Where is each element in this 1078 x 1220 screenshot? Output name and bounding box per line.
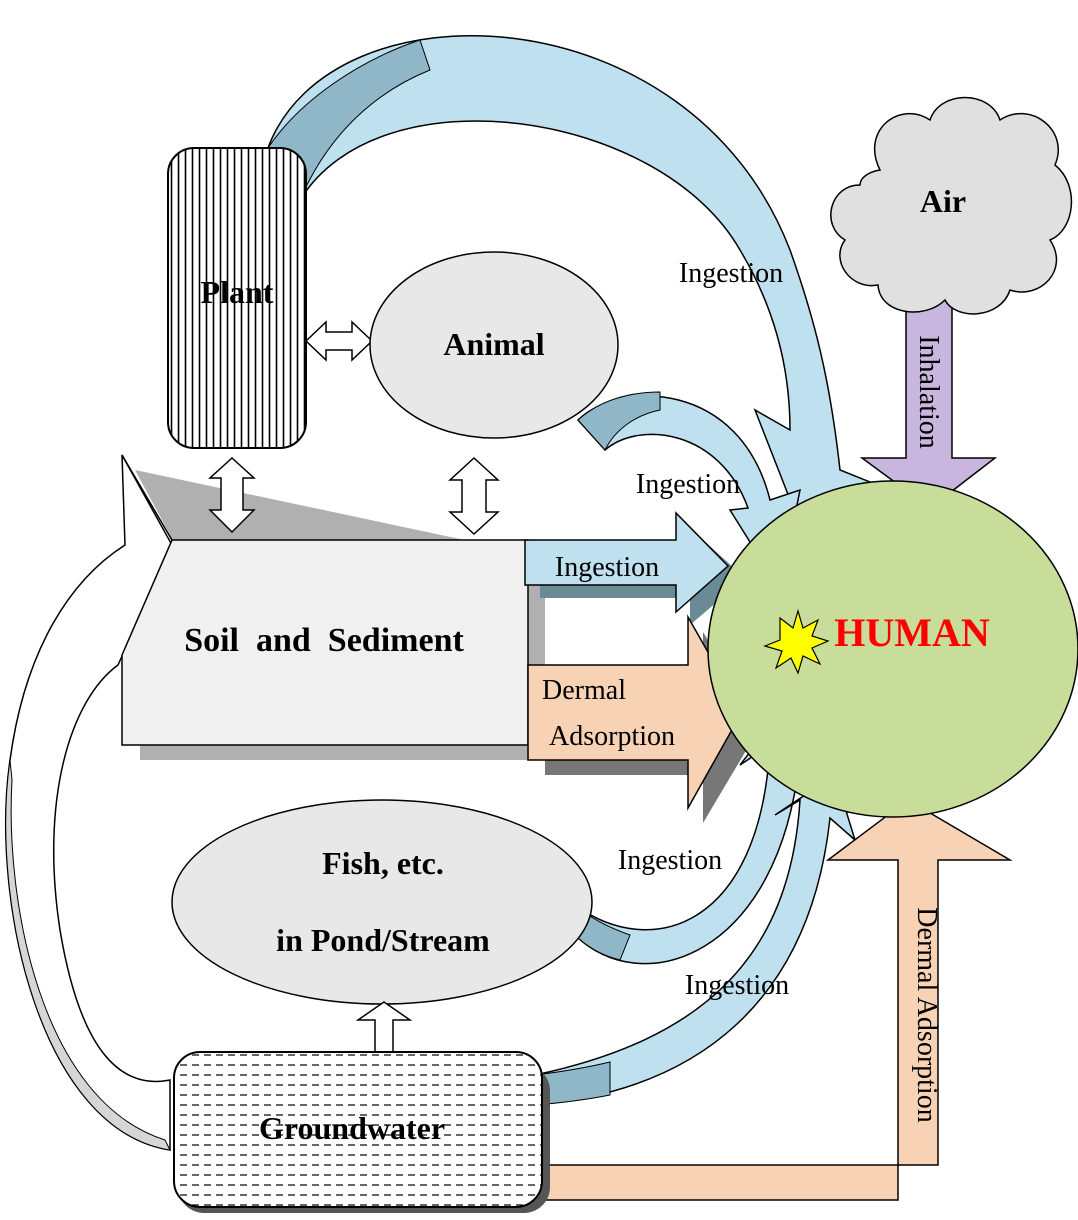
soil-dermal-label-line2: Adsorption bbox=[549, 721, 675, 752]
fish-label-line2: in Pond/Stream bbox=[276, 922, 490, 958]
animal-node: Animal bbox=[369, 251, 619, 439]
soil-sediment-label: Soil and Sediment bbox=[184, 622, 464, 659]
air-node: Air bbox=[830, 96, 1073, 315]
fish-node: Fish, etc. in Pond/Stream bbox=[171, 799, 593, 1005]
animal-label: Animal bbox=[443, 326, 544, 362]
human-label: HUMAN bbox=[834, 610, 990, 655]
air-to-human-inhalation-arrow bbox=[859, 299, 998, 509]
groundwater-ingestion-label: Ingestion bbox=[685, 970, 789, 1001]
groundwater-to-fish-arrow bbox=[355, 1001, 413, 1053]
groundwater-dermal-label: Dermal Adsorption bbox=[911, 907, 942, 1122]
fish-label-line1: Fish, etc. bbox=[322, 845, 444, 881]
inhalation-label: Inhalation bbox=[913, 335, 944, 449]
exposure-star-icon bbox=[763, 608, 830, 675]
plant-soil-exchange-arrow bbox=[208, 456, 256, 534]
soil-ingestion-label: Ingestion bbox=[555, 552, 659, 583]
groundwater-label: Groundwater bbox=[259, 1110, 445, 1146]
animal-soil-exchange-arrow bbox=[448, 456, 500, 536]
plant-ingestion-label: Ingestion bbox=[679, 258, 783, 289]
groundwater-node: Groundwater bbox=[173, 1051, 550, 1213]
air-label: Air bbox=[920, 183, 966, 219]
animal-to-human-ingestion-arrow bbox=[576, 391, 801, 592]
plant-animal-exchange-arrow bbox=[304, 320, 374, 362]
soil-to-human-ingestion-arrow: Ingestion bbox=[524, 511, 745, 625]
groundwater-to-soil-arrow bbox=[5, 454, 173, 1151]
human-node: HUMAN bbox=[707, 480, 1078, 818]
fish-ingestion-label: Ingestion bbox=[618, 845, 722, 876]
animal-ingestion-label: Ingestion bbox=[636, 469, 740, 500]
plant-node: Plant bbox=[167, 147, 307, 449]
soil-sediment-node: Soil and Sediment bbox=[121, 454, 545, 760]
plant-label: Plant bbox=[201, 274, 274, 310]
groundwater-to-human-dermal-arrow bbox=[544, 799, 1013, 1201]
plant-to-human-ingestion-arrow bbox=[267, 35, 893, 526]
soil-to-human-dermal-arrow: Dermal Adsorption bbox=[527, 614, 760, 823]
soil-dermal-label-line1: Dermal bbox=[542, 675, 626, 706]
